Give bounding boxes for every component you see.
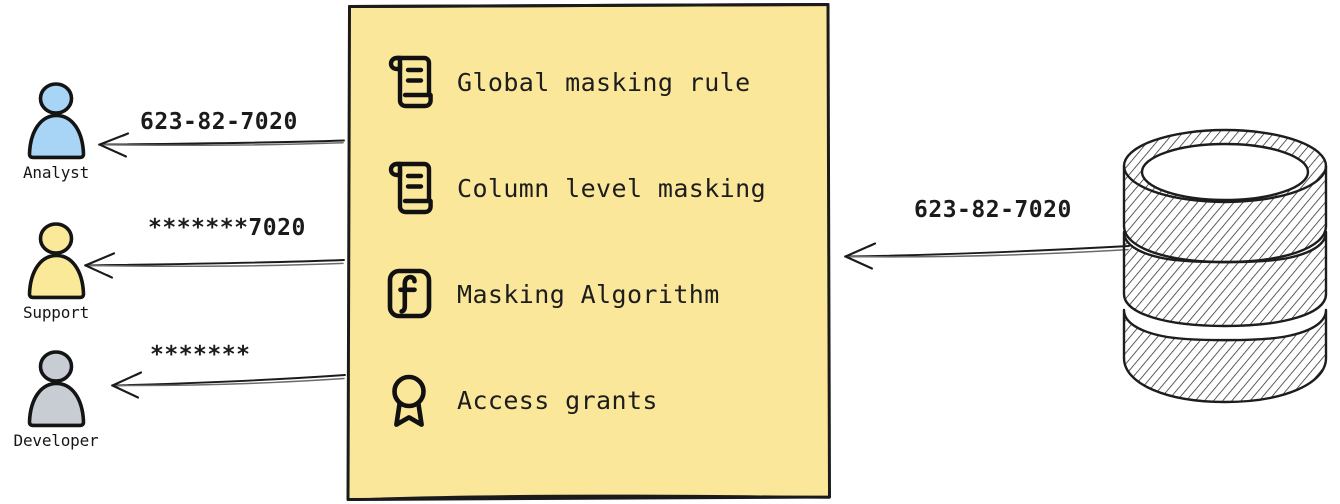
masking-item-column-level-masking[interactable]: Column level masking	[383, 157, 813, 219]
masking-panel: Global masking rule Column level masking	[345, 3, 832, 501]
flow-label-developer: *******	[150, 342, 251, 368]
masking-item-masking-algorithm[interactable]: Masking Algorithm	[383, 263, 813, 325]
masking-item-label: Access grants	[457, 385, 658, 415]
arrow-panel-to-analyst	[98, 132, 345, 158]
flow-label-database: 623-82-7020	[914, 197, 1072, 223]
arrow-panel-to-support	[84, 252, 345, 279]
flow-label-analyst: 623-82-7020	[140, 109, 298, 135]
masking-item-label: Masking Algorithm	[457, 279, 720, 309]
database-cylinder-icon	[1122, 128, 1328, 404]
masking-item-label: Global masking rule	[457, 67, 751, 97]
actor-label: Developer	[13, 431, 99, 450]
panel-background	[346, 3, 831, 501]
function-icon	[387, 268, 432, 319]
actor-label: Support	[22, 303, 90, 322]
arrow-database-to-panel	[844, 242, 1130, 270]
database-cylinder[interactable]	[1118, 122, 1332, 410]
actor-developer[interactable]: Developer	[2, 348, 110, 450]
masking-item-label: Column level masking	[457, 173, 767, 203]
actor-support[interactable]: Support	[2, 220, 110, 322]
actor-label: Analyst	[22, 163, 90, 182]
flow-label-support: *******7020	[148, 215, 306, 241]
arrow-panel-to-developer	[111, 371, 346, 399]
person-icon	[27, 222, 86, 300]
masking-items-list: Global masking rule Column level masking	[383, 51, 813, 431]
scroll-icon	[388, 161, 433, 215]
actor-analyst[interactable]: Analyst	[2, 80, 110, 182]
person-icon	[27, 82, 86, 160]
masking-item-global-masking-rule[interactable]: Global masking rule	[383, 51, 813, 113]
award-icon	[392, 374, 426, 427]
masking-item-access-grants[interactable]: Access grants	[383, 369, 813, 431]
scroll-icon	[388, 55, 433, 109]
person-icon	[27, 350, 86, 428]
